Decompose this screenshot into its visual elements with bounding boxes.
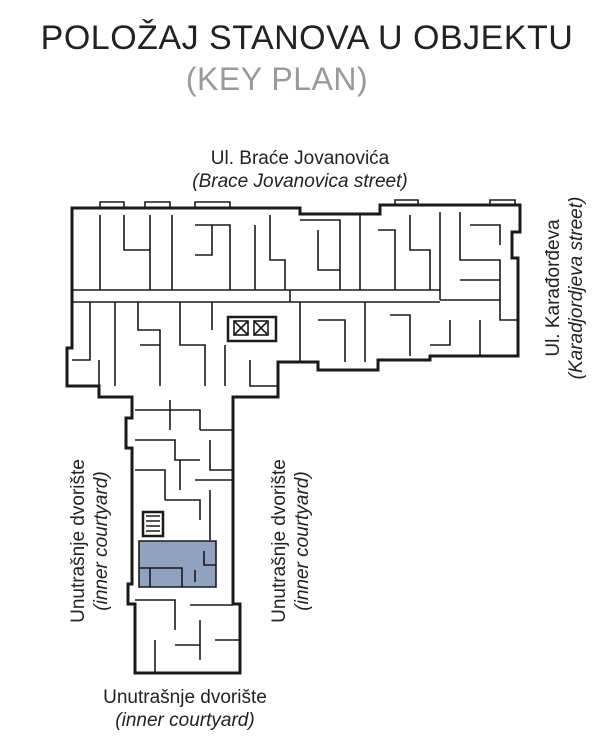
street-label-top: Ul. Braće Jovanovića (Brace Jovanovica s… bbox=[140, 147, 460, 193]
highlighted-apartment-walls bbox=[139, 551, 216, 587]
courtyard-label-bottom: Unutrašnje dvorište (inner courtyard) bbox=[60, 686, 310, 732]
page-title: POLOŽAJ STANOVA U OBJEKTU bbox=[40, 19, 574, 57]
highlighted-apartment bbox=[138, 540, 217, 588]
courtyard-bottom-english: (inner courtyard) bbox=[115, 710, 255, 731]
building-outline bbox=[65, 203, 522, 675]
street-top-local: Ul. Braće Jovanovića bbox=[210, 148, 390, 169]
courtyard-bottom-local: Unutrašnje dvorište bbox=[103, 687, 267, 708]
page-subtitle: (KEY PLAN) bbox=[185, 61, 369, 97]
street-top-english: (Brace Jovanovica street) bbox=[192, 171, 408, 192]
wall-details bbox=[72, 199, 518, 673]
